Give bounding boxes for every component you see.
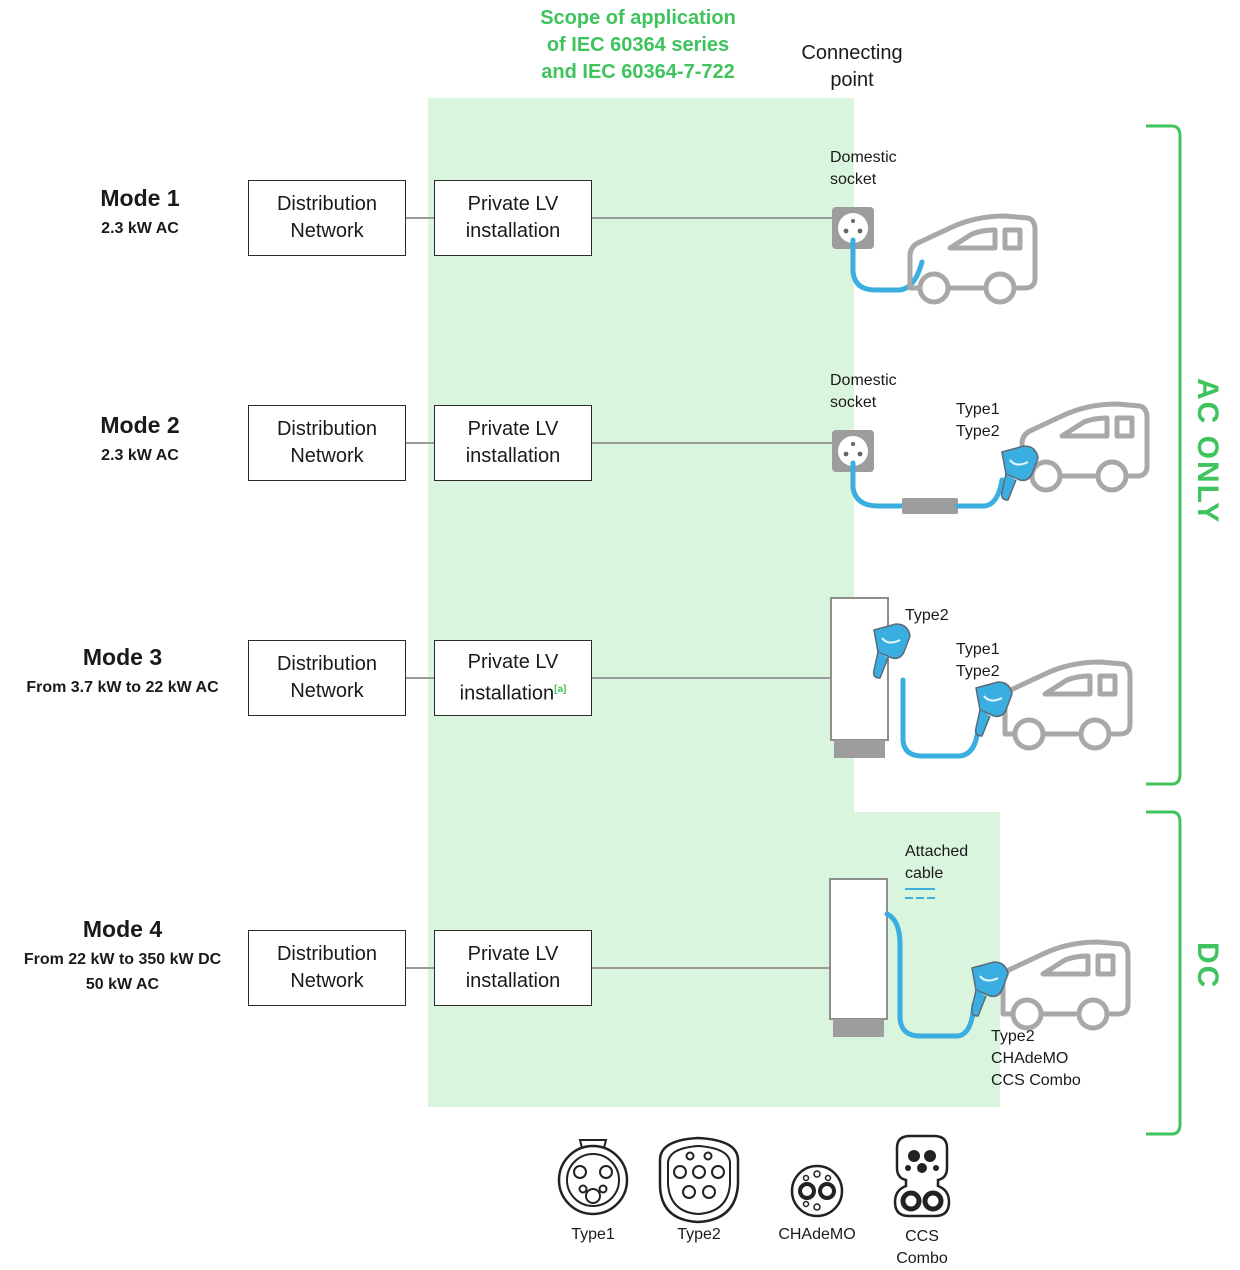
mode-power: From 3.7 kW to 22 kW AC: [26, 679, 219, 696]
ac-only-label: AC ONLY: [1191, 378, 1224, 525]
attached-cable: [884, 911, 977, 1039]
ac-only-bracket: [1146, 124, 1182, 786]
type2-connector-icon: [658, 1136, 740, 1224]
vehicle-plug-icon: [1000, 445, 1039, 501]
mode-2-label: Mode 2 2.3 kW AC: [40, 412, 240, 468]
connector-line: [406, 442, 434, 444]
station-plug-type-label: Type2: [905, 607, 949, 624]
in-cable-control-box: [902, 498, 958, 514]
footnote-marker: [a]: [554, 683, 567, 695]
supply-line: [592, 442, 832, 444]
charging-station-base: [834, 740, 885, 758]
charging-cable: [955, 477, 1005, 509]
supply-line: [592, 967, 832, 969]
supply-line: [592, 677, 832, 679]
dc-label: DC: [1191, 942, 1224, 990]
dc-charging-station-icon: [829, 878, 888, 1020]
connecting-point-title: Connecting point: [801, 42, 903, 91]
supply-line: [592, 217, 832, 219]
scope-title: Scope of application of IEC 60364 series…: [540, 7, 736, 83]
connector-name-type2: Type2: [677, 1226, 721, 1243]
mode-power: 2.3 kW AC: [101, 220, 179, 237]
charging-station-base: [833, 1019, 884, 1037]
mode-1-label: Mode 1 2.3 kW AC: [40, 185, 240, 241]
private-lv-installation-box: Private LV installation[a]: [434, 640, 592, 716]
station-plug-icon: [872, 623, 911, 679]
mode-title: Mode 3: [82, 644, 163, 670]
electric-car-icon: [910, 216, 1035, 302]
mode-4-label: Mode 4 From 22 kW to 350 kW DC 50 kW AC: [5, 916, 240, 997]
mode-power: From 22 kW to 350 kW DC: [23, 951, 222, 968]
electric-car-icon: [1005, 662, 1130, 748]
connector-name-chademo: CHAdeMO: [778, 1226, 856, 1243]
chademo-connector-icon: [790, 1164, 844, 1218]
connector-name-type1: Type1: [571, 1226, 615, 1243]
connector-line: [406, 967, 434, 969]
charging-cable: [850, 237, 925, 293]
mode-title: Mode 4: [82, 916, 163, 942]
mode-power: 50 kW AC: [85, 976, 160, 993]
ccs-combo-connector-icon: [893, 1134, 951, 1218]
electric-car-icon: [1022, 404, 1147, 490]
mode-title: Mode 2: [100, 412, 180, 438]
mode-3-label: Mode 3 From 3.7 kW to 22 kW AC: [5, 644, 240, 700]
type1-connector-icon: [557, 1139, 629, 1216]
electric-car-icon: [1003, 942, 1128, 1028]
dc-bracket: [1146, 810, 1182, 1136]
charging-cable: [900, 677, 981, 759]
mode-power: 2.3 kW AC: [101, 447, 179, 464]
connector-line: [406, 217, 434, 219]
mode-title: Mode 1: [100, 185, 180, 211]
connector-line: [406, 677, 434, 679]
charging-cable: [850, 460, 905, 509]
